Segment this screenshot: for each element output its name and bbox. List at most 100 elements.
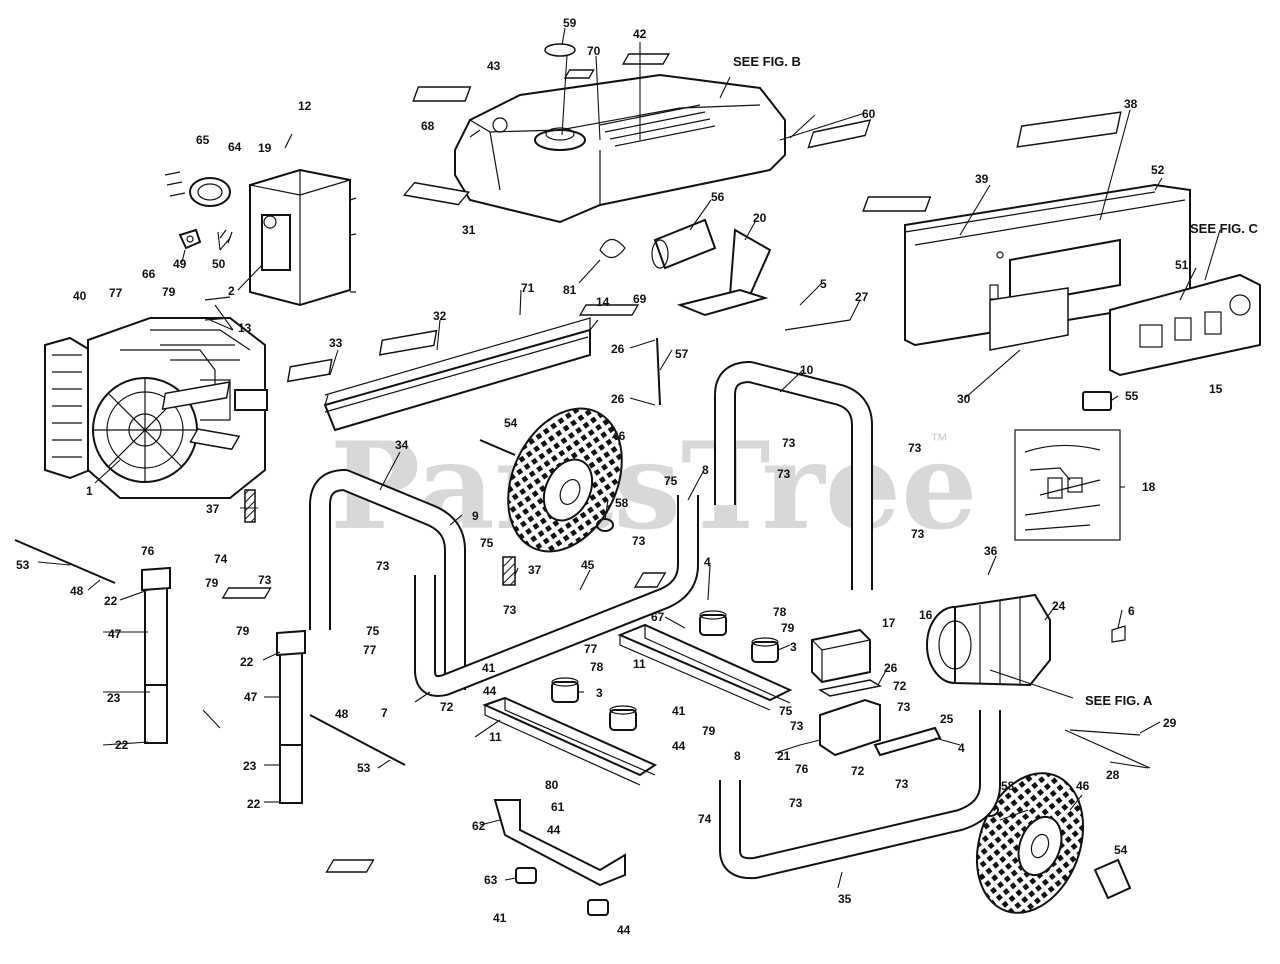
callout-80: 81 bbox=[563, 283, 577, 297]
decal-36 bbox=[633, 572, 667, 588]
callout-79: 79 bbox=[162, 285, 176, 299]
outlet-box-part bbox=[1109, 273, 1261, 377]
callout-77: 77 bbox=[109, 286, 123, 300]
callout-73: 73 bbox=[258, 573, 272, 587]
callout-25: 25 bbox=[940, 712, 954, 726]
callout-77: 77 bbox=[584, 642, 598, 656]
callout-53: 53 bbox=[357, 761, 371, 775]
callout-20: 20 bbox=[753, 211, 767, 225]
callout-73: 73 bbox=[789, 796, 803, 810]
axle-54 bbox=[479, 439, 516, 456]
decal-71 bbox=[378, 329, 438, 356]
decal-5 bbox=[578, 304, 640, 316]
callout-64: 64 bbox=[228, 140, 242, 154]
callout-60: 60 bbox=[862, 107, 876, 121]
callout-79: 79 bbox=[236, 624, 250, 638]
callout-73: 73 bbox=[777, 467, 791, 481]
callout-7: 7 bbox=[381, 706, 388, 720]
callout-59: 59 bbox=[563, 16, 577, 30]
callout-71: 71 bbox=[521, 281, 535, 295]
switch-55 bbox=[1082, 391, 1112, 411]
callout-79: 80 bbox=[545, 778, 559, 792]
callout-14: 14 bbox=[596, 295, 610, 309]
small-bolts bbox=[164, 133, 357, 321]
decal-70 bbox=[563, 69, 595, 79]
callout-47: 47 bbox=[108, 627, 122, 641]
callout-27: 27 bbox=[855, 290, 869, 304]
bracket-6 bbox=[1111, 625, 1126, 643]
callout-44: 44 bbox=[617, 923, 631, 937]
callout-58: 58 bbox=[1001, 779, 1015, 793]
callout-28: 28 bbox=[1106, 768, 1120, 782]
callout-30: 30 bbox=[957, 392, 971, 406]
callout-31: 31 bbox=[462, 223, 476, 237]
strap-80 bbox=[599, 238, 626, 259]
callout-3: 3 bbox=[596, 686, 603, 700]
callout-4: 4 bbox=[958, 741, 965, 755]
decal-38 bbox=[1016, 111, 1122, 148]
callout-75: 76 bbox=[795, 762, 809, 776]
callout-37: 37 bbox=[528, 563, 542, 577]
callout-26: 26 bbox=[884, 661, 898, 675]
callout-72: 72 bbox=[851, 764, 865, 778]
callout-73: 73 bbox=[782, 436, 796, 450]
callout-22: 22 bbox=[247, 797, 261, 811]
callout-56: 56 bbox=[711, 190, 725, 204]
callout-54: 54 bbox=[504, 416, 518, 430]
decal-32 bbox=[286, 358, 333, 383]
callout-10: 10 bbox=[800, 363, 814, 377]
mount-63 bbox=[515, 867, 537, 884]
callout-57: 57 bbox=[675, 347, 689, 361]
callout-73: 73 bbox=[790, 719, 804, 733]
callout-51: 51 bbox=[1175, 258, 1189, 272]
callout-48: 48 bbox=[70, 584, 84, 598]
decal-30 bbox=[989, 287, 1069, 351]
callout-6: 6 bbox=[1128, 604, 1135, 618]
callout-52: 52 bbox=[1151, 163, 1165, 177]
frame-tube-8 bbox=[719, 710, 1001, 880]
callout-73: 73 bbox=[376, 559, 390, 573]
gasket-part bbox=[178, 228, 202, 250]
callout-79: 79 bbox=[205, 576, 219, 590]
callout-75: 75 bbox=[480, 536, 494, 550]
callout-76: 77 bbox=[363, 643, 377, 657]
callout-8: 8 bbox=[702, 463, 709, 477]
mount-3 bbox=[609, 705, 637, 731]
callout-44: 44 bbox=[547, 823, 561, 837]
callout-4: 4 bbox=[704, 555, 711, 569]
callout-76: 76 bbox=[141, 544, 155, 558]
callout-75: 75 bbox=[664, 474, 678, 488]
callout-50: 50 bbox=[212, 257, 226, 271]
axle-54 bbox=[1093, 858, 1132, 900]
callout-36: 36 bbox=[984, 544, 998, 558]
battery-tray-part bbox=[817, 679, 883, 757]
callout-43: 43 bbox=[487, 59, 501, 73]
handle-47 bbox=[141, 566, 171, 744]
callout-41: 41 bbox=[482, 661, 496, 675]
callout-35: 35 bbox=[838, 892, 852, 906]
callout-72: 72 bbox=[440, 700, 454, 714]
callout-48: 48 bbox=[335, 707, 349, 721]
mount-3 bbox=[751, 637, 779, 663]
callout-78: 78 bbox=[590, 660, 604, 674]
decal-37 bbox=[502, 556, 516, 586]
callout-68: 68 bbox=[421, 119, 435, 133]
mount-3 bbox=[699, 610, 727, 636]
shroud-part bbox=[249, 168, 351, 307]
callout-24: 24 bbox=[1052, 599, 1066, 613]
callout-41: 41 bbox=[672, 704, 686, 718]
decal-35 bbox=[325, 859, 375, 873]
callout-39: 39 bbox=[975, 172, 989, 186]
see-fig-c-note: SEE FIG. C bbox=[1190, 221, 1259, 236]
frame-tube-10 bbox=[714, 361, 873, 590]
callout-22: 22 bbox=[104, 594, 118, 608]
callout-11: 11 bbox=[633, 657, 646, 671]
see-fig-b-note: SEE FIG. B bbox=[733, 54, 801, 69]
cable-53 bbox=[14, 539, 116, 584]
callout-79: 79 bbox=[702, 724, 716, 738]
callout-29: 29 bbox=[1163, 716, 1177, 730]
callout-15: 15 bbox=[1209, 382, 1223, 396]
decal-39 bbox=[862, 196, 932, 212]
callout-33: 33 bbox=[329, 336, 343, 350]
